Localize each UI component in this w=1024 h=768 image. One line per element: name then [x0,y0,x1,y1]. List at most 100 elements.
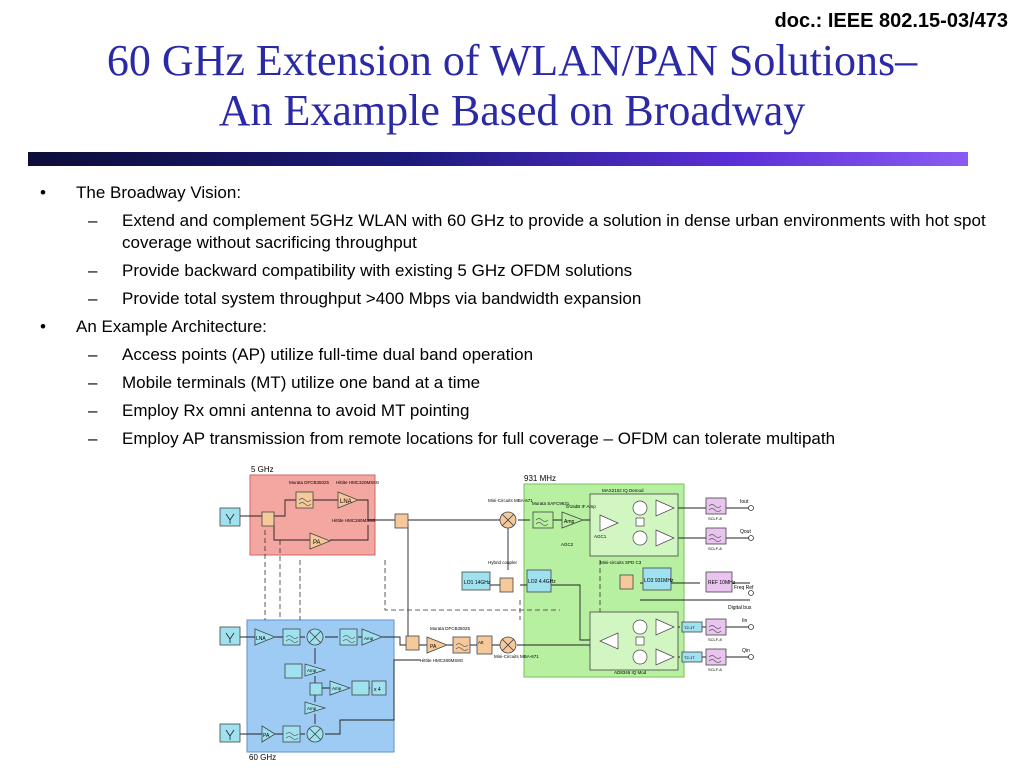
bullet-text: The Broadway Vision: [76,183,242,202]
slide-title: 60 GHz Extension of WLAN/PAN Solutions– … [0,36,1024,136]
hybrid-label: Hybrid coupler [488,560,518,565]
amp-60-label: Amp [364,636,374,641]
lna-60ghz-icon [254,628,277,646]
lo3-box [642,567,672,591]
bpf-60-lo2-icon [351,680,370,696]
pa-5ghz-icon [309,532,332,550]
amp-60-lo2-label: Amp [332,686,342,691]
lo3-label: LO3 931MHz [644,578,674,584]
bpf-60if-icon [452,636,471,654]
lo1-label: LO1 14GHz [464,580,491,586]
lna-60-label: LNA [256,636,266,642]
dash-marker: – [88,211,98,230]
antenna-60ghz-rx-icon [219,626,241,646]
pa-60-label: PA [263,733,270,739]
demod-mixer-q-icon [632,530,648,546]
att-label: Att [478,640,484,645]
hittite2-5ghz-label: Hittite HMC280MS8G [332,518,376,523]
port-freqref [748,590,754,596]
murata3-label: Murata DFCB35025 [430,626,471,631]
pa-60ghz-icon [261,725,276,743]
iqdemod-label: MAX2102 IQ Demod [602,488,644,493]
sub-bullet-text: Access points (AP) utilize full-time dua… [122,345,534,364]
mod-phase-icon [635,636,645,646]
demod-input-amp-icon [599,514,619,532]
sub-bullet-text: Employ Rx omni antenna to avoid MT point… [122,401,470,420]
lna-5ghz-icon [337,491,360,509]
sub-bullet-item: –Provide total system throughput >400 Mb… [40,288,1000,310]
title-divider-bar [28,152,968,166]
balun-q-icon [681,651,703,663]
document-id: doc.: IEEE 802.15-03/473 [774,10,1008,32]
balun-i-icon [681,621,703,633]
port-iout [748,505,754,511]
bullet-text: An Example Architecture: [76,317,267,336]
demod-amp-q-icon [655,529,675,547]
mod-mixer-q-icon [632,649,648,665]
bullet-marker: • [40,183,46,202]
title-line-1: 60 GHz Extension of WLAN/PAN Solutions– [106,36,918,85]
amp-60-rx-icon [361,628,384,646]
sub-bullet-item: –Provide backward compatibility with exi… [40,260,1000,282]
architecture-block-diagram: 5 GHz 931 MHz 60 GHz LNA [219,465,754,762]
amp-931-label: Amp [564,519,575,525]
bpf-60-rx2-icon [339,628,358,646]
sub-bullet-text: Mobile terminals (MT) utilize one band a… [122,373,481,392]
amp-60-lo3-icon [304,701,327,715]
minicirc2-label: Mini-circuits SPD C3 [600,560,642,565]
digbus-label: Digital bus [728,605,752,611]
pa-5ghz-label: PA [313,540,321,546]
t2-i-label: T2-1T [684,625,695,630]
agc1-label: AGC1 [594,534,607,539]
switch-lo3-icon [619,574,634,590]
dash-marker: – [88,345,98,364]
bullet-marker: • [40,317,46,336]
sclf-1-label: SCLF-8 [708,516,723,521]
dash-marker: – [88,429,98,448]
t2-q-label: T2-1T [684,655,695,660]
minicirc-label: Mini-Circuits MBA-671 [488,498,533,503]
qin-label: Qin [742,648,750,654]
title-line-2: An Example Based on Broadway [218,86,806,135]
sub-bullet-item: – Employ Rx omni antenna to avoid MT poin… [40,400,1000,422]
sub-bullet-item: –Extend and complement 5GHz WLAN with 60… [40,210,1000,254]
mod-mixer-i-icon [632,619,648,635]
sub-bullet-text: Employ AP transmission from remote locat… [122,429,836,448]
bullet-item: • The Broadway Vision: [40,182,1000,204]
mod-amp-i-icon [655,618,675,636]
amp-60-lo-label: Amp [307,668,317,673]
multiplier-icon [371,680,387,696]
ref-label: REF 10MHz [708,580,736,586]
port-qin [748,654,754,660]
attenuator-icon [476,635,493,655]
sub-bullet-text: Provide total system throughput >400 Mbp… [122,289,642,308]
demod-phase-icon [635,517,645,527]
iin-label: Iin [742,618,748,624]
port-iin [748,624,754,630]
5ghz-label: 5 GHz [251,465,274,474]
bullet-item: • An Example Architecture: [40,316,1000,338]
lo2-label: LO2 4.4GHz [528,579,556,585]
ifamp-label: 0/15dB IF Amp [566,504,596,509]
mod-amp-q-icon [655,648,675,666]
iqmod-label: AD8346 IQ Mod [614,670,647,675]
iout-label: Iout [740,499,749,505]
qout-label: Qout [740,529,751,535]
switch-60-lo-icon [309,682,323,696]
dash-marker: – [88,373,98,392]
dash-marker: – [88,261,98,280]
mod-output-amp-icon [599,632,619,650]
60ghz-label: 60 GHz [249,753,276,762]
switch-60ghz-icon [405,635,420,651]
x4-label: x 4 [374,687,381,693]
931mhz-label: 931 MHz [524,474,556,483]
amp-60-lo-icon [304,663,327,677]
bpf-60-tx-icon [282,725,301,743]
sclf-4-label: SCLF-8 [708,667,723,672]
lo2-box [526,569,552,593]
agc2-label: AGC2 [561,542,574,547]
dash-marker: – [88,401,98,420]
sclf-3-label: SCLF-8 [708,637,723,642]
sub-bullet-item: – Employ AP transmission from remote loca… [40,428,1000,450]
antenna-60ghz-tx-icon [219,723,241,743]
